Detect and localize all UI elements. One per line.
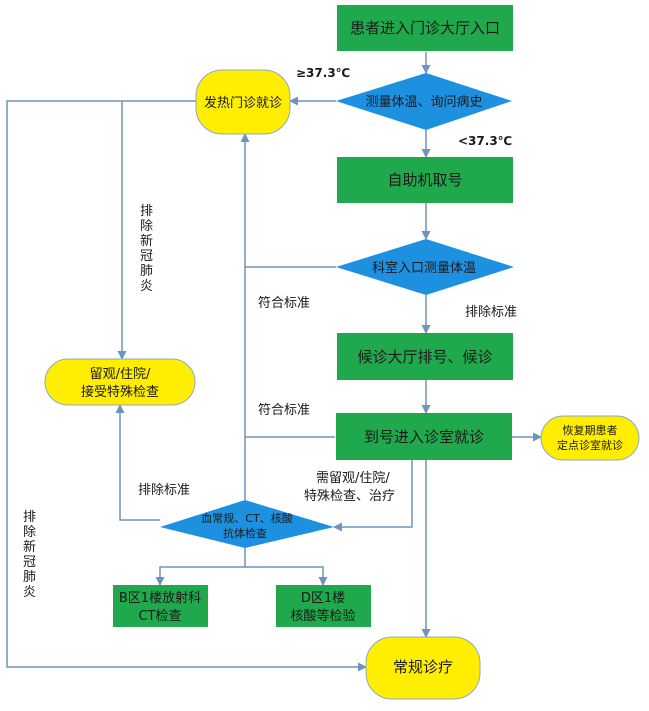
tests-text-2: 抗体检查	[223, 526, 267, 540]
recovery-terminal	[540, 415, 640, 461]
measure-temp-text: 测量体温、询问病史	[365, 95, 482, 110]
self-service-text: 自助机取号	[387, 171, 462, 189]
connectors	[6, 52, 542, 672]
zone-d-text-1: D区1楼	[301, 591, 345, 606]
tests-diamond	[160, 500, 334, 548]
zone-b-box	[113, 585, 208, 627]
waiting-box	[337, 333, 513, 380]
consult-text: 到号进入诊室就诊	[364, 428, 484, 446]
edge-tests-observe	[115, 404, 160, 521]
label-exclude-char-3: 冠	[140, 249, 153, 264]
zone-b-text-2: CT检查	[138, 609, 181, 624]
dept-temp-text: 科室入口测量体温	[372, 260, 476, 276]
label-meets-criteria-1: 符合标准	[258, 295, 310, 311]
zone-d-text-2: 核酸等检验	[290, 608, 355, 624]
label-exclude2-char-3: 冠	[23, 555, 36, 570]
fever-clinic-terminal	[195, 69, 291, 135]
entrance-text: 患者进入门诊大厅入口	[350, 19, 500, 37]
label-exclude-covid-vertical-2: 排 除 新 冠 肺 炎	[23, 510, 36, 600]
label-exclude-covid-vertical: 排 除 新 冠 肺 炎	[140, 204, 153, 294]
label-exclude-char-5: 炎	[140, 279, 153, 294]
label-exclude-char-2: 新	[140, 233, 153, 249]
label-exclude2-char-4: 肺	[23, 570, 36, 585]
label-exclude-char-4: 肺	[140, 264, 153, 279]
label-exclude-char-1: 除	[140, 219, 153, 234]
edge-tests-split-d	[245, 566, 328, 586]
edge-dept-fever	[240, 133, 336, 268]
recovery-text-2: 定点诊室就诊	[557, 438, 623, 452]
routine-terminal	[365, 636, 481, 700]
tests-text-1: 血常规、CT、核酸	[201, 511, 292, 525]
fever-clinic-text: 发热门诊就诊	[204, 95, 282, 111]
zone-b-text-1: B区1楼放射科	[119, 590, 201, 606]
label-meets-criteria-2: 符合标准	[258, 402, 310, 418]
waiting-text: 候诊大厅排号、候诊	[357, 348, 492, 366]
consult-box	[336, 413, 512, 460]
zone-d-box	[276, 585, 371, 627]
label-exclude2-char-2: 新	[23, 539, 36, 555]
routine-text: 常规诊疗	[393, 658, 453, 676]
label-exclude2-char-1: 除	[23, 525, 36, 540]
label-high-temp: ≥37.3℃	[296, 66, 350, 80]
recovery-text-1: 恢复期患者	[563, 423, 618, 437]
observe-terminal	[44, 358, 196, 406]
label-exclude-char-0: 排	[140, 204, 153, 219]
observe-text-1: 留观/住院/	[90, 367, 151, 382]
label-excludes-criteria-1: 排除标准	[465, 305, 517, 320]
measure-temp-diamond	[336, 73, 512, 130]
label-low-temp: <37.3℃	[458, 134, 512, 148]
dept-temp-diamond	[336, 239, 514, 295]
label-needs-1: 需留观/住院/	[316, 471, 390, 486]
label-exclude2-char-5: 炎	[23, 585, 36, 600]
edge-consult-tests	[333, 460, 413, 532]
observe-text-2: 接受特殊检查	[81, 384, 159, 400]
entrance-box	[337, 5, 513, 51]
label-excludes-criteria-2: 排除标准	[138, 483, 190, 498]
self-service-box	[337, 157, 513, 203]
edge-tests-split	[155, 548, 246, 586]
label-needs-2: 特殊检查、治疗	[304, 489, 395, 504]
edge-fever-routine	[6, 100, 367, 672]
label-exclude2-char-0: 排	[23, 510, 36, 525]
